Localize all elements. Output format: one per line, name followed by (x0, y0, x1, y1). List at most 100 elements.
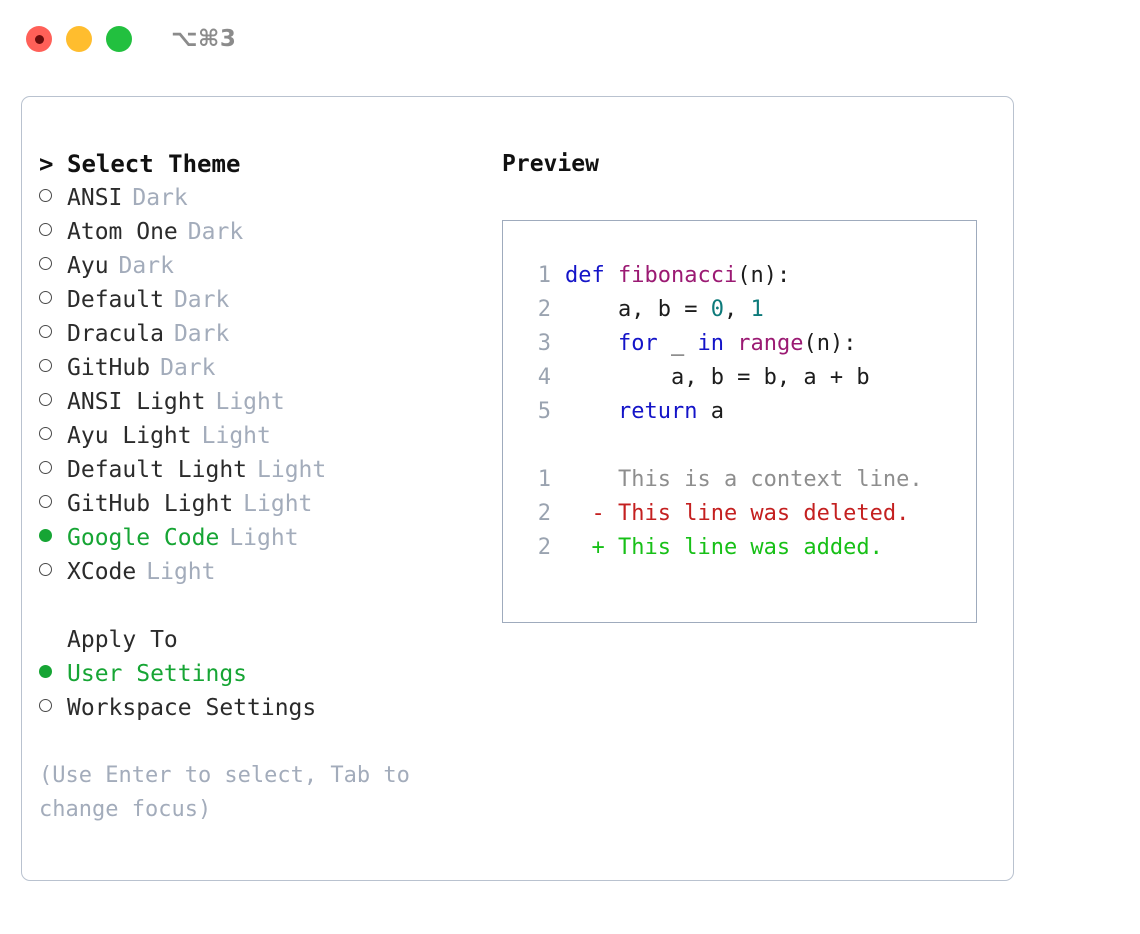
code-token-plain: (n): (737, 263, 791, 288)
theme-variant-badge: Light (215, 389, 285, 415)
radio-unselected-icon (39, 419, 67, 453)
radio-unselected-icon (39, 487, 67, 521)
theme-option-label: Ayu Light (67, 423, 192, 449)
minimize-button[interactable] (66, 26, 92, 52)
radio-mark (39, 529, 52, 542)
diff-sample: 1 This is a context line.2 - This line w… (521, 463, 976, 565)
theme-option-label: XCode (67, 559, 137, 585)
radio-mark (39, 665, 52, 678)
radio-unselected-icon (39, 317, 67, 351)
theme-variant-badge: Dark (173, 321, 230, 347)
apply-to-title: Apply To (67, 627, 178, 653)
code-line: 5 return a (521, 395, 976, 429)
code-token-kw: in (697, 331, 724, 356)
code-token-fn: range (737, 331, 804, 356)
close-button[interactable] (26, 26, 52, 52)
radio-unselected-icon (39, 555, 67, 589)
title-bar: ⌥⌘3 (0, 0, 1140, 78)
theme-option-atom-one[interactable]: Atom One Dark (39, 215, 489, 249)
code-token-plain: a, b = b, a + b (565, 365, 870, 390)
diff-line-ctx: 1 This is a context line. (521, 463, 976, 497)
code-token-plain (565, 399, 618, 424)
diff-line-text: - This line was deleted. (565, 501, 910, 526)
theme-variant-badge: Light (201, 423, 271, 449)
radio-unselected-icon (39, 181, 67, 215)
theme-option-label: GitHub (67, 355, 151, 381)
page-title: Select Theme (67, 150, 241, 178)
theme-variant-badge: Dark (173, 287, 230, 313)
theme-option-label: Default (67, 287, 164, 313)
radio-mark (39, 563, 52, 576)
radio-mark (39, 427, 52, 440)
code-token-kw: return (617, 399, 698, 424)
diff-line-add: 2 + This line was added. (521, 531, 976, 565)
code-diff-spacer (521, 429, 976, 463)
code-line-text: a, b = 0, 1 (565, 293, 764, 327)
theme-option-label: GitHub Light (67, 491, 234, 517)
prompt-caret-icon: > (39, 150, 54, 178)
radio-unselected-icon (39, 351, 67, 385)
apply-to-option-user-settings[interactable]: User Settings (39, 657, 489, 691)
radio-selected-icon (39, 657, 67, 691)
theme-option-label: Atom One (67, 219, 178, 245)
theme-variant-badge: Dark (160, 355, 216, 381)
apply-to-option-workspace-settings[interactable]: Workspace Settings (39, 691, 489, 725)
radio-mark (39, 189, 52, 202)
code-token-kw: for (617, 331, 658, 356)
diff-line-text: This is a context line. (565, 467, 923, 492)
window-controls (26, 26, 132, 52)
radio-unselected-icon (39, 283, 67, 317)
code-token-plain: a, b = (565, 297, 711, 322)
radio-mark (39, 257, 52, 270)
code-line-number: 3 (537, 331, 551, 356)
radio-unselected-icon (39, 215, 67, 249)
spacer (39, 589, 489, 623)
theme-variant-badge: Light (229, 525, 299, 551)
apply-to-header: Apply To (39, 623, 489, 657)
apply-to-option-label: User Settings (67, 661, 248, 687)
code-line-text: a, b = b, a + b (565, 361, 870, 395)
diff-line-del: 2 - This line was deleted. (521, 497, 976, 531)
code-line-number: 5 (537, 399, 551, 424)
radio-mark (39, 393, 52, 406)
code-line-number: 1 (537, 263, 551, 288)
diff-line-text: + This line was added. (565, 535, 883, 560)
theme-variant-badge: Dark (187, 219, 244, 245)
code-token-plain: , (723, 297, 751, 322)
theme-option-github-light[interactable]: GitHub Light Light (39, 487, 489, 521)
theme-option-github[interactable]: GitHub Dark (39, 351, 489, 385)
code-token-kw: def (565, 263, 618, 288)
code-token-fn: fibonacci (617, 263, 738, 288)
code-line: 3 for _ in range(n): (521, 327, 976, 361)
diff-line-number: 2 (537, 535, 551, 560)
zoom-button[interactable] (106, 26, 132, 52)
diff-line-number: 2 (537, 501, 551, 526)
code-line-number: 4 (537, 365, 551, 390)
theme-option-ayu-light[interactable]: Ayu Light Light (39, 419, 489, 453)
close-active-dot (34, 34, 44, 44)
theme-variant-badge: Light (243, 491, 313, 517)
code-line: 1 def fibonacci(n): (521, 259, 976, 293)
radio-mark (39, 699, 52, 712)
radio-mark (39, 461, 52, 474)
theme-option-default[interactable]: Default Dark (39, 283, 489, 317)
code-line: 2 a, b = 0, 1 (521, 293, 976, 327)
radio-mark (39, 291, 52, 304)
code-line-text: for _ in range(n): (565, 327, 856, 361)
code-token-plain (565, 331, 618, 356)
radio-unselected-icon (39, 249, 67, 283)
select-theme-header: > Select Theme (39, 147, 489, 181)
radio-unselected-icon (39, 385, 67, 419)
